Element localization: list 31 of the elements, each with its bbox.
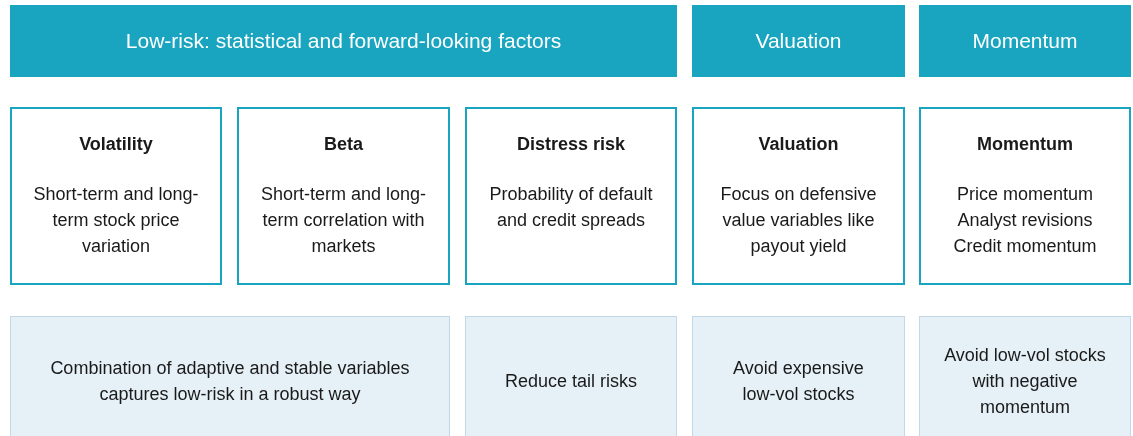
note-panel xyxy=(919,316,1131,436)
header-band xyxy=(919,5,1131,77)
band-title: Momentum xyxy=(972,29,1078,53)
card-text: Focus on defensive value variables like payout yield xyxy=(719,183,878,258)
card-heading: Beta xyxy=(324,133,363,156)
factor-card xyxy=(465,107,677,285)
card-text: Short-term and long-term stock price variation xyxy=(32,183,200,258)
card-heading: Distress risk xyxy=(516,133,626,156)
card-text: Probability of default and credit spreads xyxy=(488,183,654,232)
factor-card xyxy=(919,107,1131,285)
card-heading: Valuation xyxy=(758,133,839,156)
card-text: Price momentum xyxy=(956,183,1093,206)
note-text: Reduce tail risks xyxy=(504,370,637,393)
card-text: Analyst revisions xyxy=(957,209,1093,232)
card-heading: Volatility xyxy=(79,133,153,156)
note-text: Combination of adaptive and stable variables captures low-risk in a robust way xyxy=(49,357,411,406)
card-text: Credit momentum xyxy=(953,235,1097,258)
header-band xyxy=(692,5,905,77)
band-title: Valuation xyxy=(755,29,842,53)
factor-card xyxy=(237,107,450,285)
card-text: Short-term and long-term correlation with markets xyxy=(259,183,428,258)
note-panel xyxy=(10,316,450,436)
note-text: Avoid low-vol stocks with negative momentum xyxy=(944,344,1106,419)
card-heading: Momentum xyxy=(977,133,1073,156)
note-panel xyxy=(692,316,905,436)
band-title: Low-risk: statistical and forward-looking factors xyxy=(125,29,562,53)
factor-card xyxy=(692,107,905,285)
factor-card xyxy=(10,107,222,285)
note-text: Avoid expensive low-vol stocks xyxy=(732,357,865,406)
header-band xyxy=(10,5,677,77)
note-panel xyxy=(465,316,677,436)
